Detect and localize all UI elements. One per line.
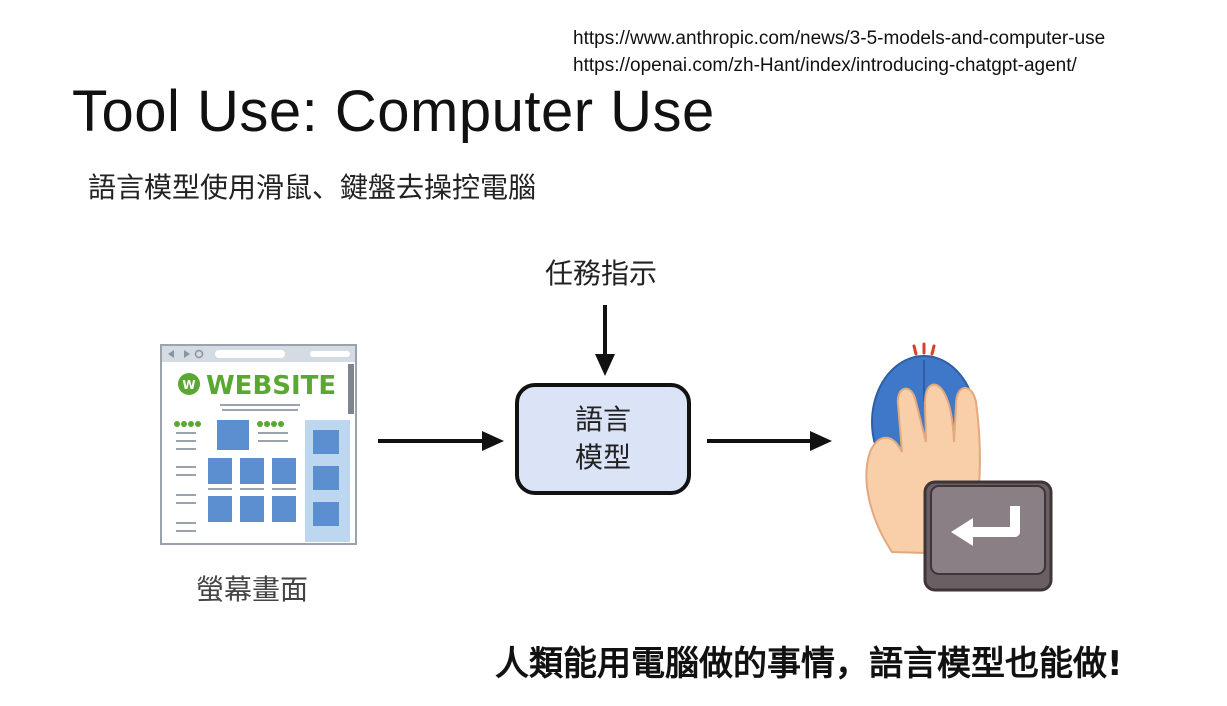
slide-subtitle: 語言模型使用滑鼠、鍵盤去操控電腦 xyxy=(88,171,537,204)
svg-text:W: W xyxy=(182,378,195,392)
website-logo-text: WEBSITE xyxy=(206,371,336,401)
bottom-caption: 人類能用電腦做的事情，語言模型也能做! xyxy=(495,644,1123,684)
task-instruction-label: 任務指示 xyxy=(545,257,658,290)
hand-on-mouse-icon xyxy=(865,342,981,556)
arrow-down-icon xyxy=(595,305,615,376)
screen-label: 螢幕畫面 xyxy=(196,573,309,606)
enter-key-icon xyxy=(923,480,1053,592)
model-label-line2: 模型 xyxy=(574,441,631,474)
language-model-box: 語言 模型 xyxy=(515,383,691,495)
source-url-openai[interactable]: https://openai.com/zh-Hant/index/introdu… xyxy=(573,55,1077,76)
arrow-right-icon xyxy=(707,431,832,451)
website-screen-icon: W WEBSITE xyxy=(160,344,357,545)
slide-title: Tool Use: Computer Use xyxy=(72,79,715,144)
model-label-line1: 語言 xyxy=(574,403,631,436)
arrow-right-icon xyxy=(378,431,504,451)
source-url-anthropic[interactable]: https://www.anthropic.com/news/3-5-model… xyxy=(573,28,1106,49)
